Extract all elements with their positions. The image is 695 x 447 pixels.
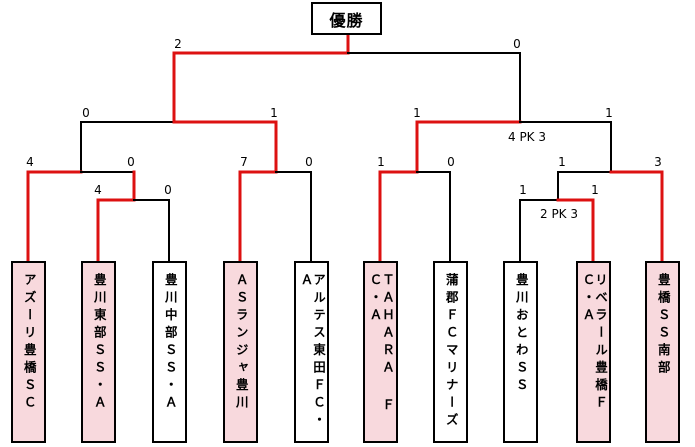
score-label: 0: [82, 106, 90, 120]
team-name: 豊川おとわＳＳ: [513, 273, 529, 396]
team-name: アルテス東田ＦＣ・Ａ: [298, 273, 327, 431]
team-box: アルテス東田ＦＣ・Ａ: [294, 261, 329, 443]
score-label: 4: [26, 155, 34, 169]
score-label: 2: [174, 37, 182, 51]
score-label: 1: [519, 183, 527, 197]
score-label: 1: [413, 106, 421, 120]
team-box: ＡＳランジャ豊川: [223, 261, 258, 443]
team-box: 豊川東部ＳＳ・Ａ: [81, 261, 116, 443]
team-box: アズーリ豊橋ＳＣ: [11, 261, 46, 443]
score-label: 0: [447, 155, 455, 169]
team-box: ＴＡＨＡＲＡ ＦＣ・Ａ: [363, 261, 398, 443]
pk-score-label: 4 PK 3: [507, 130, 547, 144]
score-label: 1: [605, 106, 613, 120]
team-name: 蒲郡ＦＣマリナーズ: [443, 273, 459, 431]
score-label: 0: [513, 37, 521, 51]
score-label: 1: [377, 155, 385, 169]
score-label: 0: [164, 183, 172, 197]
team-box: 豊川中部ＳＳ・Ａ: [152, 261, 187, 443]
team-name: ＡＳランジャ豊川: [233, 273, 249, 413]
score-label: 7: [240, 155, 248, 169]
team-name: 豊川中部ＳＳ・Ａ: [162, 273, 178, 413]
team-box: 蒲郡ＦＣマリナーズ: [433, 261, 468, 443]
score-label: 0: [305, 155, 313, 169]
pk-score-label: 2 PK 3: [539, 207, 579, 221]
team-name: 豊橋ＳＳ南部: [655, 273, 671, 378]
score-label: 1: [270, 106, 278, 120]
team-box: 豊橋ＳＳ南部: [645, 261, 680, 443]
team-name: ＴＡＨＡＲＡ ＦＣ・Ａ: [367, 273, 396, 416]
score-label: 1: [591, 183, 599, 197]
team-name: リベラール豊橋ＦＣ・Ａ: [580, 273, 609, 413]
score-label: 4: [94, 183, 102, 197]
score-label: 1: [558, 155, 566, 169]
score-label: 3: [654, 155, 662, 169]
team-name: アズーリ豊橋ＳＣ: [21, 273, 37, 413]
score-label: 0: [127, 155, 135, 169]
champion-box: 優勝: [311, 2, 382, 35]
team-box: リベラール豊橋ＦＣ・Ａ: [576, 261, 611, 443]
team-name: 豊川東部ＳＳ・Ａ: [91, 273, 107, 413]
team-box: 豊川おとわＳＳ: [503, 261, 538, 443]
